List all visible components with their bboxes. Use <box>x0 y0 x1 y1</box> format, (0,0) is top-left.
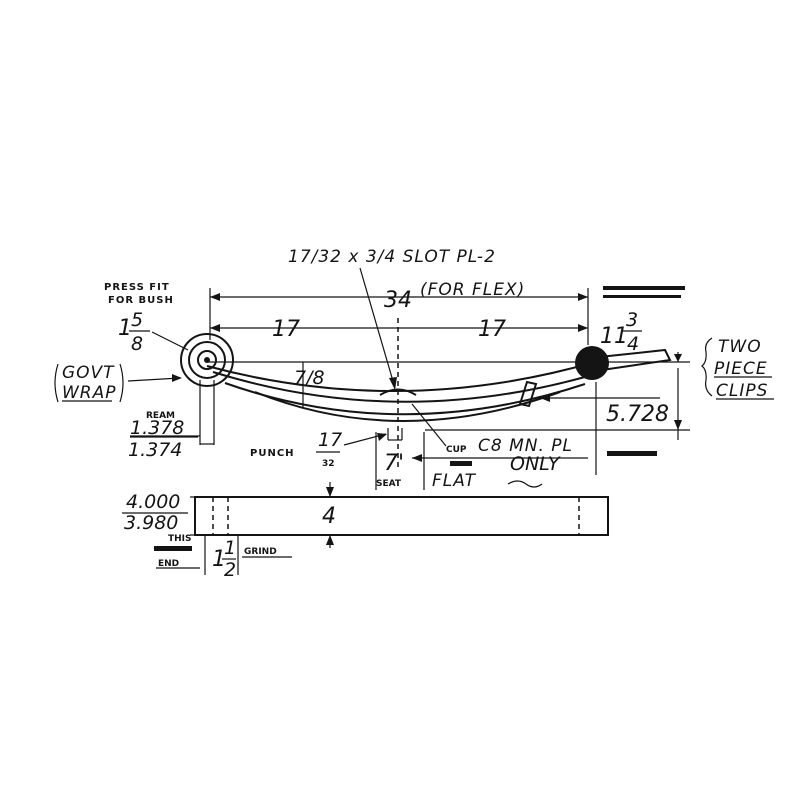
cup-spec: C8 MN. PL <box>478 436 573 456</box>
camber-dimension: 5.728 <box>606 402 669 427</box>
ream-max: 1.378 <box>130 417 184 439</box>
press-fit-note-2: FOR BUSH <box>108 295 174 306</box>
center-seat <box>379 388 417 441</box>
punch-note: PUNCH <box>250 448 295 459</box>
seat-note: SEAT <box>376 479 402 489</box>
two-piece-clips-note-1: TWO <box>718 337 762 357</box>
slot-callout: 17/32 x 3/4 SLOT PL-2 <box>288 247 496 267</box>
punch-den: 32 <box>322 459 335 469</box>
only-note: ONLY <box>510 453 561 475</box>
svg-text:4: 4 <box>627 333 639 355</box>
press-fit-note-1: PRESS FIT <box>104 282 170 293</box>
right-half-label: 17 <box>478 317 506 342</box>
seat-length: 7' <box>384 451 404 476</box>
width-min: 3.980 <box>124 512 178 534</box>
grind-note: GRIND <box>244 547 277 557</box>
for-flex-note: (FOR FLEX) <box>420 280 525 300</box>
slot-leader <box>359 267 397 390</box>
this-note: THIS <box>168 534 192 544</box>
end-note: END <box>158 559 179 569</box>
overall-dimension <box>209 288 589 345</box>
punch-num: 17 <box>318 429 342 451</box>
svg-text:3: 3 <box>626 309 638 331</box>
ream-min: 1.374 <box>128 439 182 461</box>
svg-text:1: 1 <box>224 537 236 559</box>
govt-wrap-note-2: WRAP <box>62 383 117 403</box>
grind-hatch <box>154 546 192 551</box>
grind-dimension: 1 1 2 <box>212 537 236 581</box>
svg-text:1: 1 <box>212 547 226 572</box>
two-piece-clips-note-3: CLIPS <box>716 381 768 401</box>
cup-note: CUP <box>446 445 467 455</box>
govt-wrap-note-1: GOVT <box>62 363 115 383</box>
svg-text:2: 2 <box>224 559 236 581</box>
width-label: 4 <box>322 504 336 529</box>
width-max: 4.000 <box>126 491 180 513</box>
svg-text:5: 5 <box>131 309 143 331</box>
flat-note: FLAT <box>432 471 477 491</box>
right-eye <box>575 346 609 380</box>
ream-note: REAM <box>146 411 175 421</box>
two-piece-clips-note-2: PIECE <box>714 359 768 379</box>
right-eye-dimension: 11 3 4 <box>600 309 642 355</box>
arch-dimension: 7/8 <box>294 367 325 389</box>
overall-length-label: 34 <box>384 288 412 313</box>
svg-text:8: 8 <box>131 333 143 355</box>
leaf-plan-view <box>190 482 609 548</box>
half-dimension <box>210 318 588 470</box>
svg-text:11: 11 <box>600 324 628 349</box>
eye-size-dimension: 1 5 8 <box>118 309 189 355</box>
left-eye <box>180 333 234 445</box>
left-half-label: 17 <box>272 317 300 342</box>
svg-text:1: 1 <box>118 316 132 341</box>
